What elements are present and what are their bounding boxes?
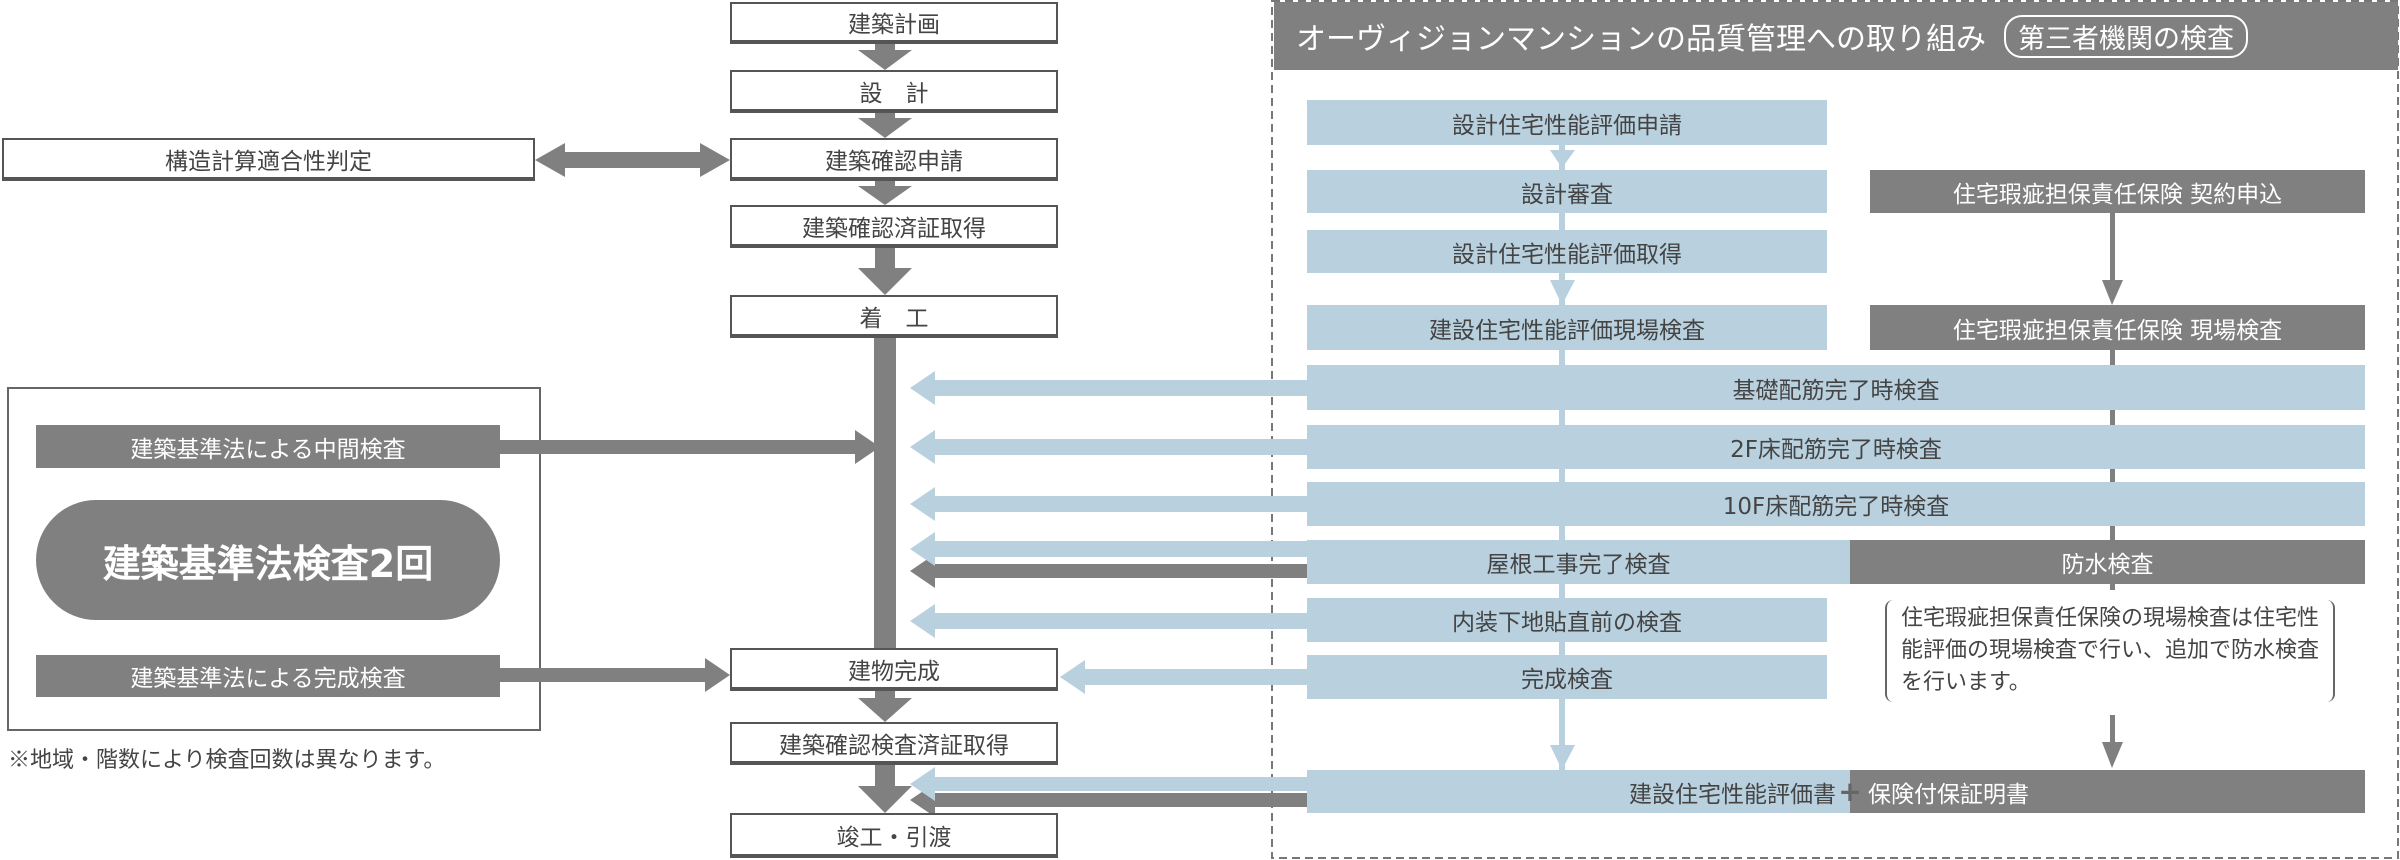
panel-dashed-border	[1271, 0, 2399, 859]
10f-rebar-inspection: 10F床配筋完了時検査	[1307, 482, 2365, 526]
construction-spine	[874, 338, 896, 650]
design-evaluation-obtained: 設計住宅性能評価取得	[1307, 230, 1827, 273]
law-group-border	[7, 387, 541, 731]
construction-site-inspection: 建設住宅性能評価現場検査	[1307, 305, 1827, 350]
flow-step-permit-application: 建築確認申請	[730, 138, 1058, 181]
final-inspection-bar: 建築基準法による完成検査	[36, 655, 500, 697]
flow-step-permit-obtained: 建築確認済証取得	[730, 205, 1058, 248]
design-evaluation-application: 設計住宅性能評価申請	[1307, 100, 1827, 145]
insurance-certificate: 保険付保証明書	[1850, 770, 2365, 813]
flow-step-construction-start: 着 工	[730, 295, 1058, 338]
plus-icon: +	[1838, 774, 1862, 808]
panel-title: オーヴィジョンマンションの品質管理への取り組み	[1296, 22, 1986, 57]
insurance-site-inspection: 住宅瑕疵担保責任保険 現場検査	[1870, 305, 2365, 350]
foundation-rebar-inspection: 基礎配筋完了時検査	[1307, 365, 2365, 410]
roof-completion-inspection: 屋根工事完了検査	[1307, 540, 1850, 584]
design-review: 設計審査	[1307, 170, 1827, 213]
main-flow-arrows	[500, 42, 2123, 817]
flow-step-design: 設 計	[730, 70, 1058, 113]
panel-header: オーヴィジョンマンションの品質管理への取り組み 第三者機関の検査	[1274, 2, 2398, 70]
insurance-application: 住宅瑕疵担保責任保険 契約申込	[1870, 170, 2365, 213]
2f-rebar-inspection: 2F床配筋完了時検査	[1307, 425, 2365, 469]
law-note: ※地域・階数により検査回数は異なります。	[8, 748, 446, 773]
completion-inspection: 完成検査	[1307, 655, 1827, 699]
waterproof-inspection: 防水検査	[1850, 540, 2365, 584]
law-inspection-count-pill: 建築基準法検査2回	[36, 500, 500, 620]
insurance-note: 住宅瑕疵担保責任保険の現場検査は住宅性能評価の現場検査で行い、追加で防水検査を行…	[1885, 600, 2335, 702]
construction-evaluation-report: 建設住宅性能評価書	[1307, 770, 1850, 813]
flow-step-plan: 建築計画	[730, 2, 1058, 44]
interior-pre-finish-inspection: 内装下地貼直前の検査	[1307, 598, 1827, 642]
interim-inspection-bar: 建築基準法による中間検査	[36, 425, 500, 468]
structural-check-box: 構造計算適合性判定	[2, 138, 535, 181]
third-party-badge: 第三者機関の検査	[2004, 14, 2248, 58]
flow-step-building-complete: 建物完成	[730, 648, 1058, 691]
flow-step-inspection-certificate: 建築確認検査済証取得	[730, 722, 1058, 765]
flow-step-handover: 竣工・引渡	[730, 813, 1058, 858]
